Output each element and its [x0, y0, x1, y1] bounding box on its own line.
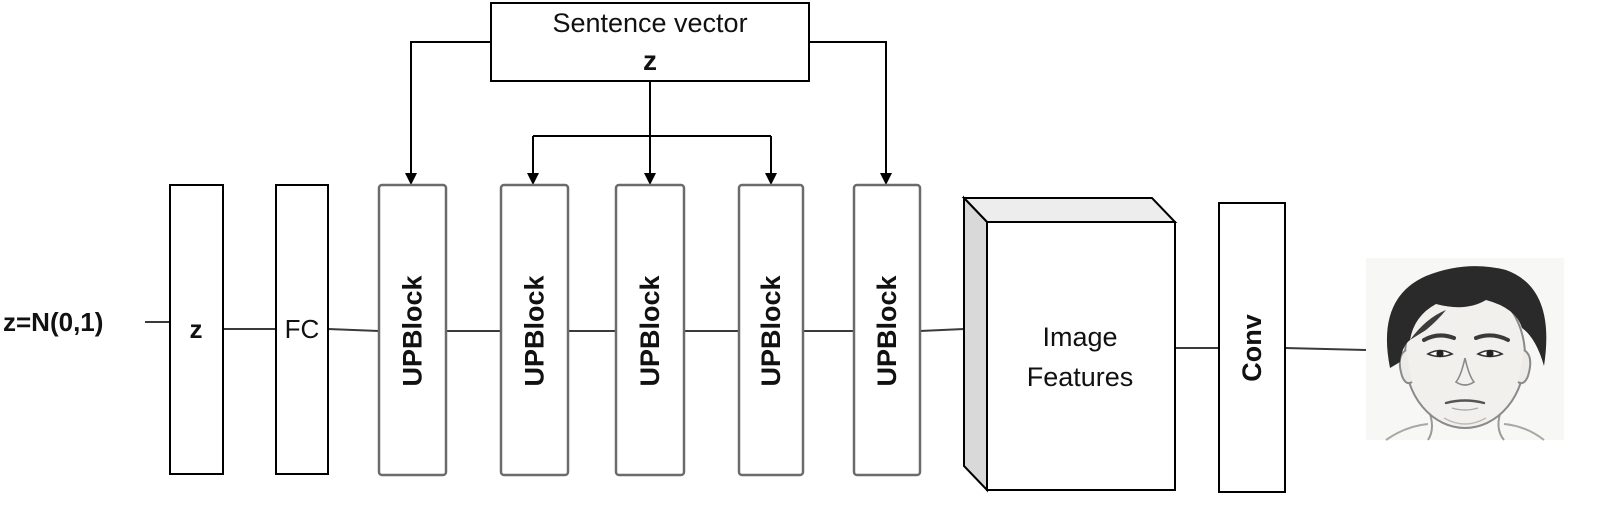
upblock-3: UPBlock	[614, 183, 686, 477]
sentence-vector-title: Sentence vector	[552, 8, 747, 38]
arrow-to-upblock-5	[809, 41, 892, 185]
z-block-label: z	[190, 314, 203, 344]
fc-block: FC	[275, 184, 329, 475]
image-features-cube: Image Features	[961, 195, 1178, 493]
sentence-vector-symbol: z	[643, 45, 657, 76]
upblock-4-label: UPBlock	[756, 275, 786, 387]
upblock-3-label: UPBlock	[635, 275, 665, 387]
conditioning-arrows	[405, 41, 892, 185]
cube-side-face	[963, 195, 988, 493]
upblock-5-label: UPBlock	[872, 275, 902, 387]
cube-top-face	[961, 197, 1178, 223]
input-label: z=N(0,1)	[3, 307, 103, 337]
cube-front-face	[986, 221, 1176, 491]
pipeline-connectors	[145, 321, 1367, 351]
conv-block-label: Conv	[1237, 314, 1267, 382]
upblock-2-label: UPBlock	[520, 275, 550, 387]
fc-block-label: FC	[285, 314, 320, 344]
conv-block: Conv	[1218, 202, 1286, 493]
upblock-1-label: UPBlock	[398, 275, 428, 387]
sentence-vector-box: Sentence vector z	[490, 2, 810, 82]
upblock-5: UPBlock	[852, 183, 922, 477]
upblock-1: UPBlock	[377, 183, 448, 477]
upblock-4: UPBlock	[737, 183, 805, 477]
z-block: z	[169, 184, 224, 475]
upblock-2: UPBlock	[499, 183, 570, 477]
arrow-to-upblock-1	[405, 41, 491, 185]
image-features-line1: Image	[1042, 322, 1117, 352]
face-sketch-image	[1366, 258, 1564, 441]
image-features-line2: Features	[1027, 362, 1134, 392]
